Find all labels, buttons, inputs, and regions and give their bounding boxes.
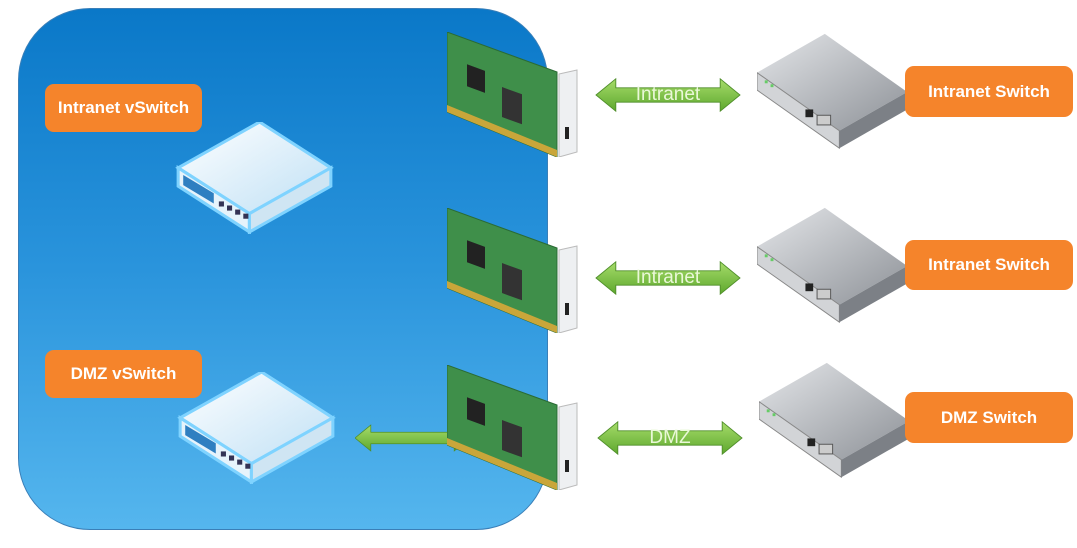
nic-3-icon bbox=[447, 365, 578, 490]
uplink-label-1: Intranet bbox=[635, 84, 701, 105]
intranet-vswitch-label: Intranet vSwitch bbox=[45, 84, 202, 132]
intranet-switch-1-icon[interactable] bbox=[757, 33, 912, 151]
intranet-switch-2-icon[interactable] bbox=[757, 207, 912, 325]
intranet-vswitch-icon[interactable] bbox=[172, 122, 337, 234]
dmz-vswitch-label: DMZ vSwitch bbox=[45, 350, 202, 398]
nic-1-icon bbox=[447, 32, 578, 157]
nic-2-icon bbox=[447, 208, 578, 333]
dmz-vswitch-icon[interactable] bbox=[174, 372, 339, 484]
intranet-switch-1-label: Intranet Switch bbox=[905, 66, 1073, 117]
dmz-switch-icon[interactable] bbox=[759, 362, 914, 480]
intranet-switch-2-label: Intranet Switch bbox=[905, 240, 1073, 290]
dmz-switch-label: DMZ Switch bbox=[905, 392, 1073, 443]
uplink-label-2: Intranet bbox=[635, 267, 701, 288]
uplink-label-3: DMZ bbox=[649, 427, 691, 448]
